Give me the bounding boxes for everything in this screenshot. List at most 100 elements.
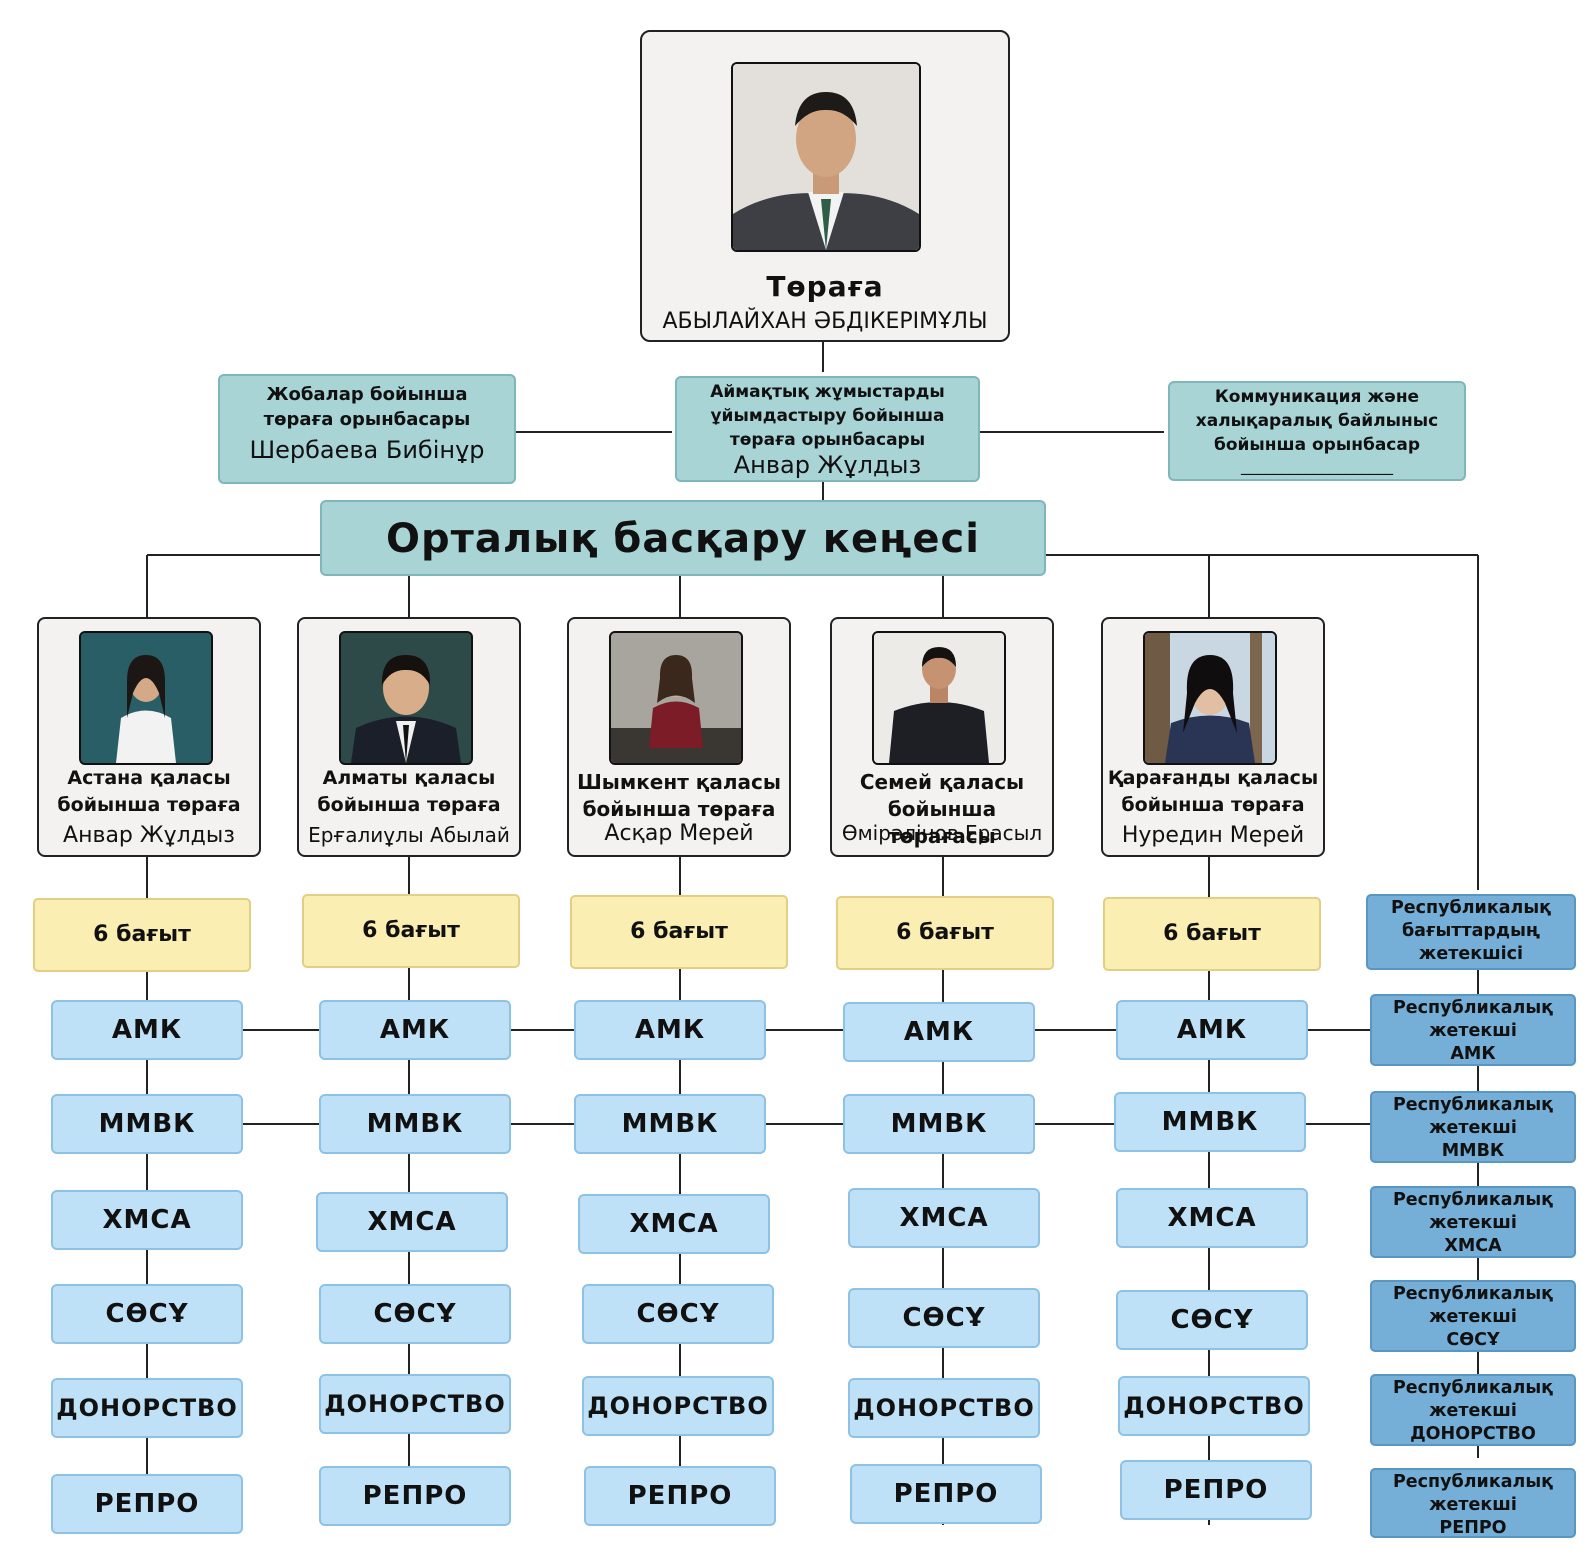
direction-semey: 6 бағыт [836, 896, 1054, 970]
semey-donor: ДОНОРСТВО [848, 1378, 1040, 1438]
direction-karaganda: 6 бағыт [1103, 897, 1321, 971]
deputy-communication: Коммуникация және халықаралық байлыныс б… [1168, 381, 1466, 481]
semey-repro: РЕПРО [850, 1464, 1042, 1524]
republic-amk-unit: АМК [1450, 1044, 1496, 1064]
city-card-karaganda: Қарағанды қаласы бойынша төраға Нуредин М… [1101, 617, 1325, 857]
central-council: Орталық басқару кеңесі [320, 500, 1046, 576]
republic-head-line-1: Республикалық [1390, 898, 1552, 918]
karaganda-amk: АМК [1116, 1000, 1308, 1060]
deputy-projects-title-2: төраға орынбасары [263, 409, 471, 430]
republic-head-line-2: бағыттардың [1401, 921, 1541, 941]
city-karaganda-name: Нуредин Мерей [1121, 823, 1305, 848]
karaganda-mmvk: ММВК [1114, 1092, 1306, 1152]
republic-hmsa-line-2: жетекші [1429, 1213, 1517, 1233]
almaty-mmvk: ММВК [319, 1094, 511, 1154]
republic-sosu-unit: СӨСҰ [1446, 1330, 1500, 1350]
chairman-card: Төраға АБЫЛАЙХАН ӘБДІКЕРІМҰЛЫ [640, 30, 1010, 342]
republic-amk-line-1: Республикалық [1392, 998, 1554, 1018]
astana-repro: РЕПРО [51, 1474, 243, 1534]
republic-sosu: Республикалық жетекші СӨСҰ [1370, 1280, 1576, 1352]
republic-sosu-line-1: Республикалық [1392, 1284, 1554, 1304]
astana-amk: АМК [51, 1000, 243, 1060]
deputy-communication-title-1: Коммуникация және [1214, 387, 1420, 407]
city-almaty-title-2: бойынша төраға [317, 794, 501, 816]
city-semey-photo [872, 631, 1006, 765]
republic-hmsa-line-1: Республикалық [1392, 1190, 1554, 1210]
city-shymkent-photo [609, 631, 743, 765]
almaty-repro: РЕПРО [319, 1466, 511, 1526]
city-almaty-photo [339, 631, 473, 765]
city-semey-title-1: Семей қаласы [859, 770, 1025, 794]
deputy-regional: Аймақтық жұмыстарды ұйымдастыру бойынша … [675, 376, 980, 482]
republic-sosu-line-2: жетекші [1429, 1307, 1517, 1327]
city-almaty-name: Ерғалиұлы Абылай [308, 823, 510, 847]
republic-amk: Республикалық жетекші АМК [1370, 994, 1576, 1066]
city-karaganda-title-1: Қарағанды қаласы [1107, 767, 1319, 789]
semey-hmsa: ХМСА [848, 1188, 1040, 1248]
karaganda-repro: РЕПРО [1120, 1460, 1312, 1520]
republic-donor-line-2: жетекші [1429, 1401, 1517, 1421]
astana-sosu: СӨСҰ [51, 1284, 243, 1344]
republic-mmvk-line-1: Республикалық [1392, 1095, 1554, 1115]
semey-sosu: СӨСҰ [848, 1288, 1040, 1348]
city-shymkent-name: Асқар Мерей [604, 821, 754, 846]
deputy-regional-name: Анвар Жұлдыз [733, 451, 922, 479]
semey-amk: АМК [843, 1002, 1035, 1062]
city-shymkent-title-1: Шымкент қаласы [577, 770, 781, 794]
deputy-regional-title-3: төраға орынбасары [729, 430, 926, 450]
republic-repro-line-1: Республикалық [1392, 1472, 1554, 1492]
deputy-regional-title-2: ұйымдастыру бойынша [710, 406, 945, 426]
almaty-donor: ДОНОРСТВО [319, 1374, 511, 1434]
republic-head-line-3: жетекшісі [1418, 944, 1524, 964]
republic-mmvk: Республикалық жетекші ММВК [1370, 1091, 1576, 1163]
republic-mmvk-unit: ММВК [1441, 1141, 1505, 1161]
deputy-regional-title-1: Аймақтық жұмыстарды [710, 382, 945, 402]
republic-mmvk-line-2: жетекші [1429, 1118, 1517, 1138]
karaganda-donor: ДОНОРСТВО [1118, 1376, 1310, 1436]
astana-hmsa: ХМСА [51, 1190, 243, 1250]
almaty-hmsa: ХМСА [316, 1192, 508, 1252]
republic-hmsa-unit: ХМСА [1444, 1236, 1502, 1256]
karaganda-hmsa: ХМСА [1116, 1188, 1308, 1248]
republic-amk-line-2: жетекші [1429, 1021, 1517, 1041]
shymkent-sosu: СӨСҰ [582, 1284, 774, 1344]
shymkent-donor: ДОНОРСТВО [582, 1376, 774, 1436]
direction-shymkent: 6 бағыт [570, 895, 788, 969]
deputy-projects-name: Шербаева Бибінұр [249, 436, 485, 464]
city-card-astana: Астана қаласы бойынша төраға Анвар Жұлдыз [37, 617, 261, 857]
city-semey-title-2: бойынша төрағасы [887, 797, 997, 848]
direction-astana: 6 бағыт [33, 898, 251, 972]
city-card-shymkent: Шымкент қаласы бойынша төраға Асқар Мерей [567, 617, 791, 857]
republic-donor-unit: ДОНОРСТВО [1410, 1424, 1536, 1444]
shymkent-amk: АМК [574, 1000, 766, 1060]
city-card-semey: Семей қаласы бойынша төрағасы Өмірәлінов … [830, 617, 1054, 857]
republic-hmsa: Республикалық жетекші ХМСА [1370, 1186, 1576, 1258]
city-astana-title-1: Астана қаласы [67, 767, 231, 789]
chairman-title: Төраға [766, 270, 884, 303]
city-astana-name: Анвар Жұлдыз [63, 823, 235, 848]
city-almaty-title-1: Алматы қаласы [322, 767, 496, 789]
city-shymkent-title-2: бойынша төраға [582, 797, 776, 821]
republic-head: Республикалық бағыттардың жетекшісі [1366, 894, 1576, 970]
almaty-sosu: СӨСҰ [319, 1284, 511, 1344]
shymkent-mmvk: ММВК [574, 1094, 766, 1154]
republic-donor-line-1: Республикалық [1392, 1378, 1554, 1398]
chairman-name: АБЫЛАЙХАН ӘБДІКЕРІМҰЛЫ [662, 309, 988, 334]
deputy-projects-title-1: Жобалар бойынша [266, 384, 468, 405]
city-karaganda-title-2: бойынша төраға [1121, 794, 1305, 816]
city-semey-name: Өмірәлінов Ерасыл [841, 821, 1043, 845]
deputy-communication-title-3: бойынша орынбасар [1213, 435, 1421, 455]
karaganda-sosu: СӨСҰ [1116, 1290, 1308, 1350]
city-astana-title-2: бойынша төраға [57, 794, 241, 816]
city-karaganda-photo [1143, 631, 1277, 765]
astana-donor: ДОНОРСТВО [51, 1378, 243, 1438]
city-card-almaty: Алматы қаласы бойынша төраға Ерғалиұлы Аб… [297, 617, 521, 857]
city-astana-photo [79, 631, 213, 765]
semey-mmvk: ММВК [843, 1094, 1035, 1154]
republic-repro-unit: РЕПРО [1439, 1518, 1507, 1538]
shymkent-repro: РЕПРО [584, 1466, 776, 1526]
republic-repro-line-2: жетекші [1429, 1495, 1517, 1515]
deputy-communication-title-2: халықаралық байлыныс [1195, 411, 1439, 431]
almaty-amk: АМК [319, 1000, 511, 1060]
direction-almaty: 6 бағыт [302, 894, 520, 968]
